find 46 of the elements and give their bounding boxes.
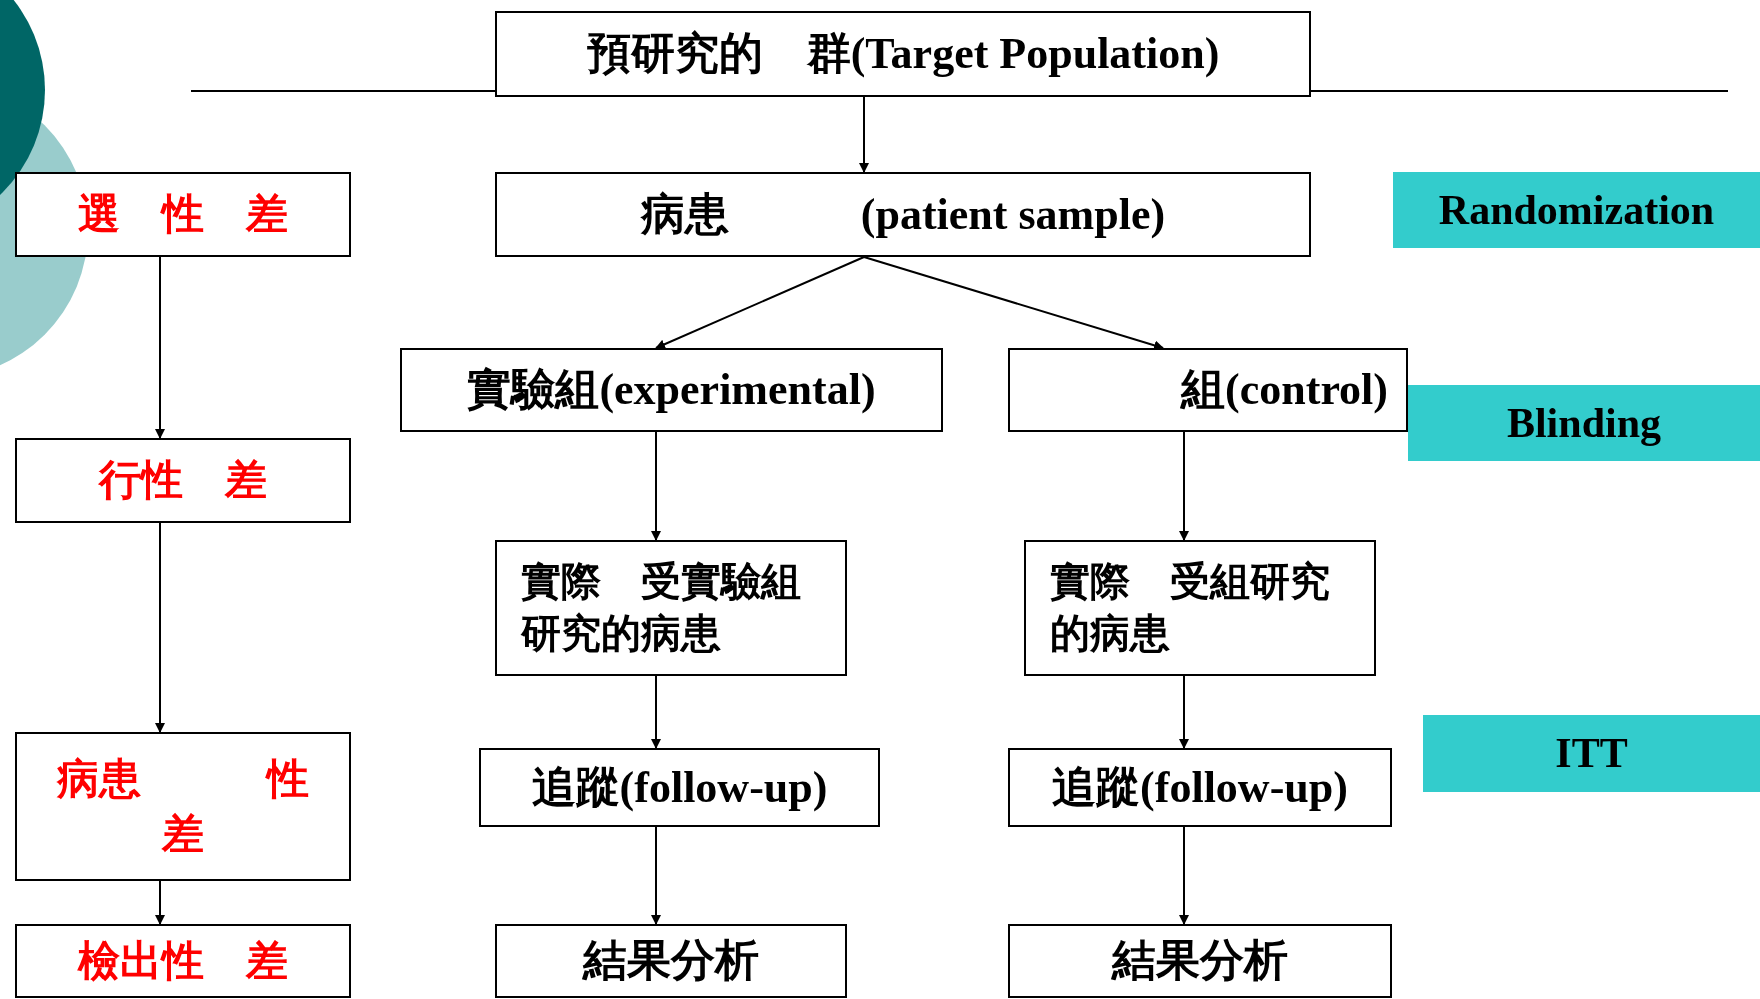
process-box [1008, 348, 1408, 432]
process-box [1008, 924, 1392, 998]
box-text: Blinding [1506, 398, 1662, 448]
step-label-band [1408, 385, 1760, 461]
process-box [479, 748, 880, 827]
box-text: 結果分析 [583, 935, 759, 988]
arrow [1179, 675, 1189, 749]
box-text: 實際 受實驗組研究的病患 [521, 558, 802, 658]
box-text: 結果分析 [1112, 935, 1288, 988]
arrow [651, 826, 661, 925]
arrow [651, 431, 661, 541]
box-text: Randomization [1438, 185, 1715, 235]
bias-box [15, 732, 351, 881]
process-box [495, 172, 1311, 257]
process-box [400, 348, 943, 432]
arrow [655, 256, 865, 349]
process-box [495, 924, 847, 998]
arrow [155, 522, 165, 733]
step-label-band [1393, 172, 1760, 248]
box-text: 病患 (patient sample) [640, 188, 1166, 241]
arrow [1179, 826, 1189, 925]
step-label-band [1423, 715, 1760, 792]
bias-box [15, 924, 351, 998]
process-box [1024, 540, 1376, 676]
arrow [155, 256, 165, 439]
process-box [1008, 748, 1392, 827]
box-text: 實驗組(experimental) [467, 364, 876, 417]
box-text: 行性 差 [99, 456, 267, 506]
arrow [155, 880, 165, 925]
arrow [1179, 431, 1189, 541]
arrow [859, 96, 869, 173]
box-text: ITT [1555, 729, 1628, 779]
box-text: 組(control) [1181, 364, 1388, 417]
process-box [495, 11, 1311, 97]
box-text: 追蹤(follow-up) [1052, 761, 1348, 814]
box-text: 實際 受組研究的病患 [1050, 558, 1331, 658]
box-text: 病患 性差 [56, 754, 310, 859]
box-text: 預研究的 群(Target Population) [586, 28, 1220, 81]
bias-box [15, 172, 351, 257]
box-text: 檢出性 差 [78, 936, 288, 986]
bias-box [15, 438, 351, 523]
arrow [651, 675, 661, 749]
box-text: 選 性 差 [78, 190, 288, 240]
box-text: 追蹤(follow-up) [531, 761, 828, 814]
process-box [495, 540, 847, 676]
arrow [863, 256, 1164, 351]
